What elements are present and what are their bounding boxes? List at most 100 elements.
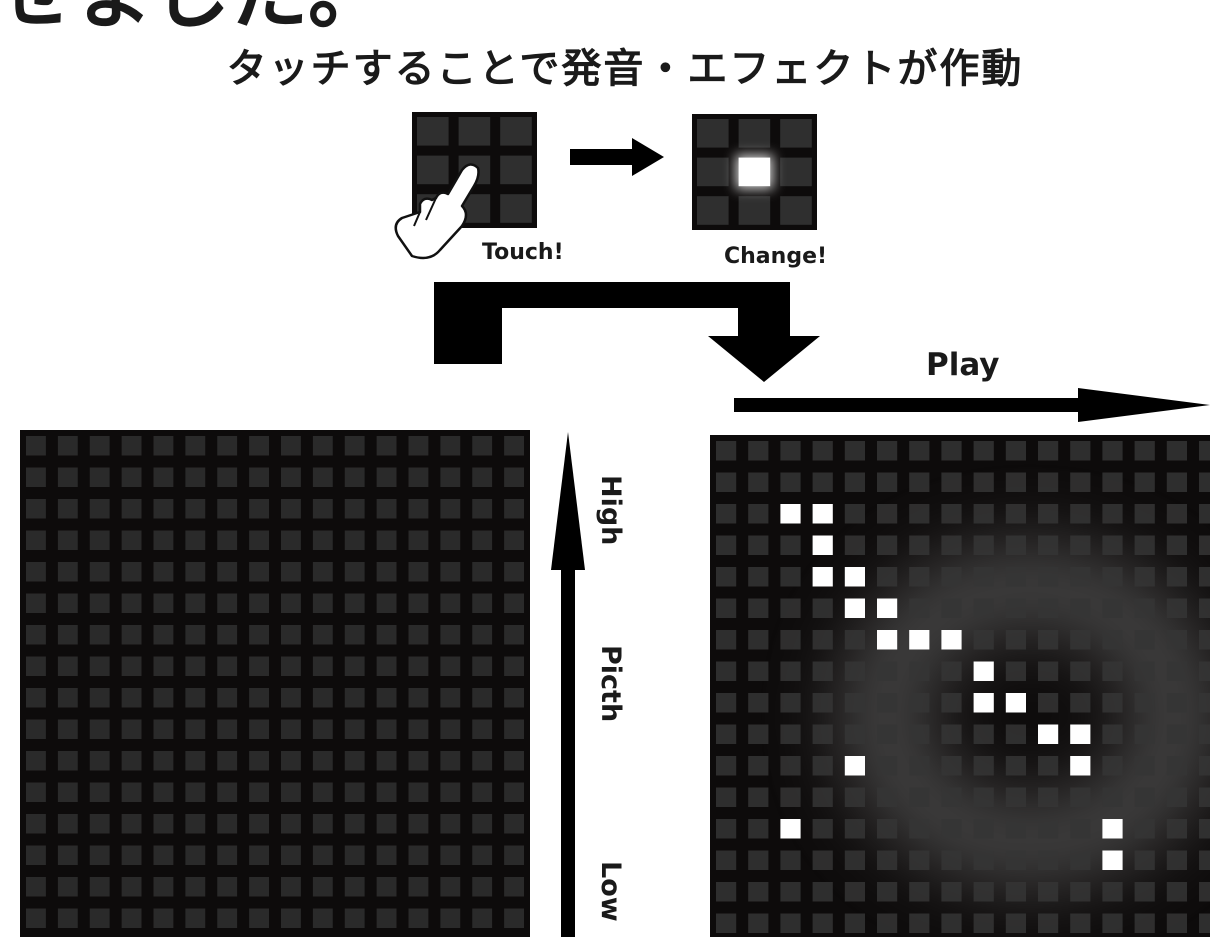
grid-cell: [408, 845, 429, 865]
grid-cell: [249, 499, 269, 519]
grid-cell: [408, 499, 429, 519]
grid-cell: [185, 656, 206, 676]
grid-cell: [376, 593, 397, 613]
grid-cell: [57, 436, 78, 456]
grid-cell: [408, 562, 429, 582]
grid-cell: [504, 530, 524, 550]
grid-cell: [57, 908, 78, 928]
grid-cell: [504, 908, 524, 928]
grid-cell: [153, 530, 174, 550]
grid-cell: [973, 819, 994, 839]
grid-cell: [249, 593, 269, 613]
grid-cell: [748, 819, 769, 839]
grid-cell: [1102, 693, 1123, 713]
grid-cell: [57, 877, 78, 897]
grid-cell: [780, 472, 801, 492]
grid-cell: [217, 751, 238, 771]
grid-cell: [153, 499, 174, 519]
grid-cell: [844, 787, 865, 807]
grid-cell: [217, 845, 238, 865]
grid-cell: [780, 441, 801, 461]
grid-cell-on: [812, 535, 833, 555]
grid-cell: [1199, 535, 1210, 555]
grid-cell: [312, 719, 333, 739]
grid-cell: [780, 661, 801, 681]
grid-cell: [877, 535, 898, 555]
grid-cell: [1199, 693, 1210, 713]
grid-cell: [941, 850, 962, 870]
grid-cell-on: [844, 598, 865, 618]
grid-cell: [89, 845, 110, 865]
grid-cell: [748, 630, 769, 650]
grid-cell: [1134, 913, 1155, 933]
play-arrow: [734, 388, 1210, 422]
grid-cell: [1199, 567, 1210, 587]
grid-cell: [844, 913, 865, 933]
grid-cell: [376, 562, 397, 582]
grid-cell: [1102, 661, 1123, 681]
grid-cell: [89, 562, 110, 582]
grid-cell: [312, 845, 333, 865]
grid-cell: [909, 661, 930, 681]
grid-cell: [812, 850, 833, 870]
grid-cell: [1166, 441, 1187, 461]
grid-cell: [472, 845, 493, 865]
grid-cell: [812, 661, 833, 681]
grid-cell: [1038, 787, 1059, 807]
grid-cell: [1134, 819, 1155, 839]
grid-cell-on: [1070, 724, 1091, 744]
grid-cell-on: [909, 630, 930, 650]
grid-cell: [185, 751, 206, 771]
grid-cell: [748, 724, 769, 744]
grid-cell: [281, 908, 301, 928]
grid-cell: [973, 882, 994, 902]
grid-cell: [1199, 441, 1210, 461]
grid-cell: [909, 850, 930, 870]
grid-cell: [89, 467, 110, 487]
grid-cell: [812, 630, 833, 650]
grid-cell-on: [877, 598, 898, 618]
grid-cell: [1134, 598, 1155, 618]
grid-cell: [504, 656, 524, 676]
grid-cell: [217, 877, 238, 897]
grid-cell: [504, 688, 524, 708]
grid-cell: [1070, 567, 1091, 587]
grid-cell: [153, 593, 174, 613]
grid-cell: [780, 787, 801, 807]
grid-cell: [408, 467, 429, 487]
grid-cell: [1134, 535, 1155, 555]
grid-cell: [408, 908, 429, 928]
grid-cell: [376, 719, 397, 739]
grid-cell: [472, 593, 493, 613]
grid-cell: [153, 625, 174, 645]
grid-cell: [716, 787, 737, 807]
grid-cell: [909, 724, 930, 744]
grid-cell: [312, 499, 333, 519]
grid-cell: [1070, 913, 1091, 933]
grid-cell: [408, 593, 429, 613]
grid-cell: [716, 724, 737, 744]
grid-cell: [185, 562, 206, 582]
grid-cell: [1166, 724, 1187, 744]
grid-cell: [121, 688, 142, 708]
grid-cell: [504, 782, 524, 802]
grid-panel-left: [20, 430, 530, 937]
grid-cell: [249, 751, 269, 771]
grid-cell: [344, 782, 365, 802]
grid-cell: [57, 499, 78, 519]
grid-cell: [440, 814, 461, 834]
grid-cell: [89, 436, 110, 456]
grid-cell: [1005, 882, 1026, 902]
grid-cell: [1038, 882, 1059, 902]
grid-cell: [26, 436, 46, 456]
grid-cell: [504, 845, 524, 865]
grid-cell: [748, 598, 769, 618]
small-grid-cell: [738, 119, 771, 148]
grid-cell: [1070, 504, 1091, 524]
grid-cell: [1166, 472, 1187, 492]
grid-cell: [748, 535, 769, 555]
grid-cell: [1070, 630, 1091, 650]
grid-cell: [1102, 567, 1123, 587]
grid-cell: [249, 688, 269, 708]
